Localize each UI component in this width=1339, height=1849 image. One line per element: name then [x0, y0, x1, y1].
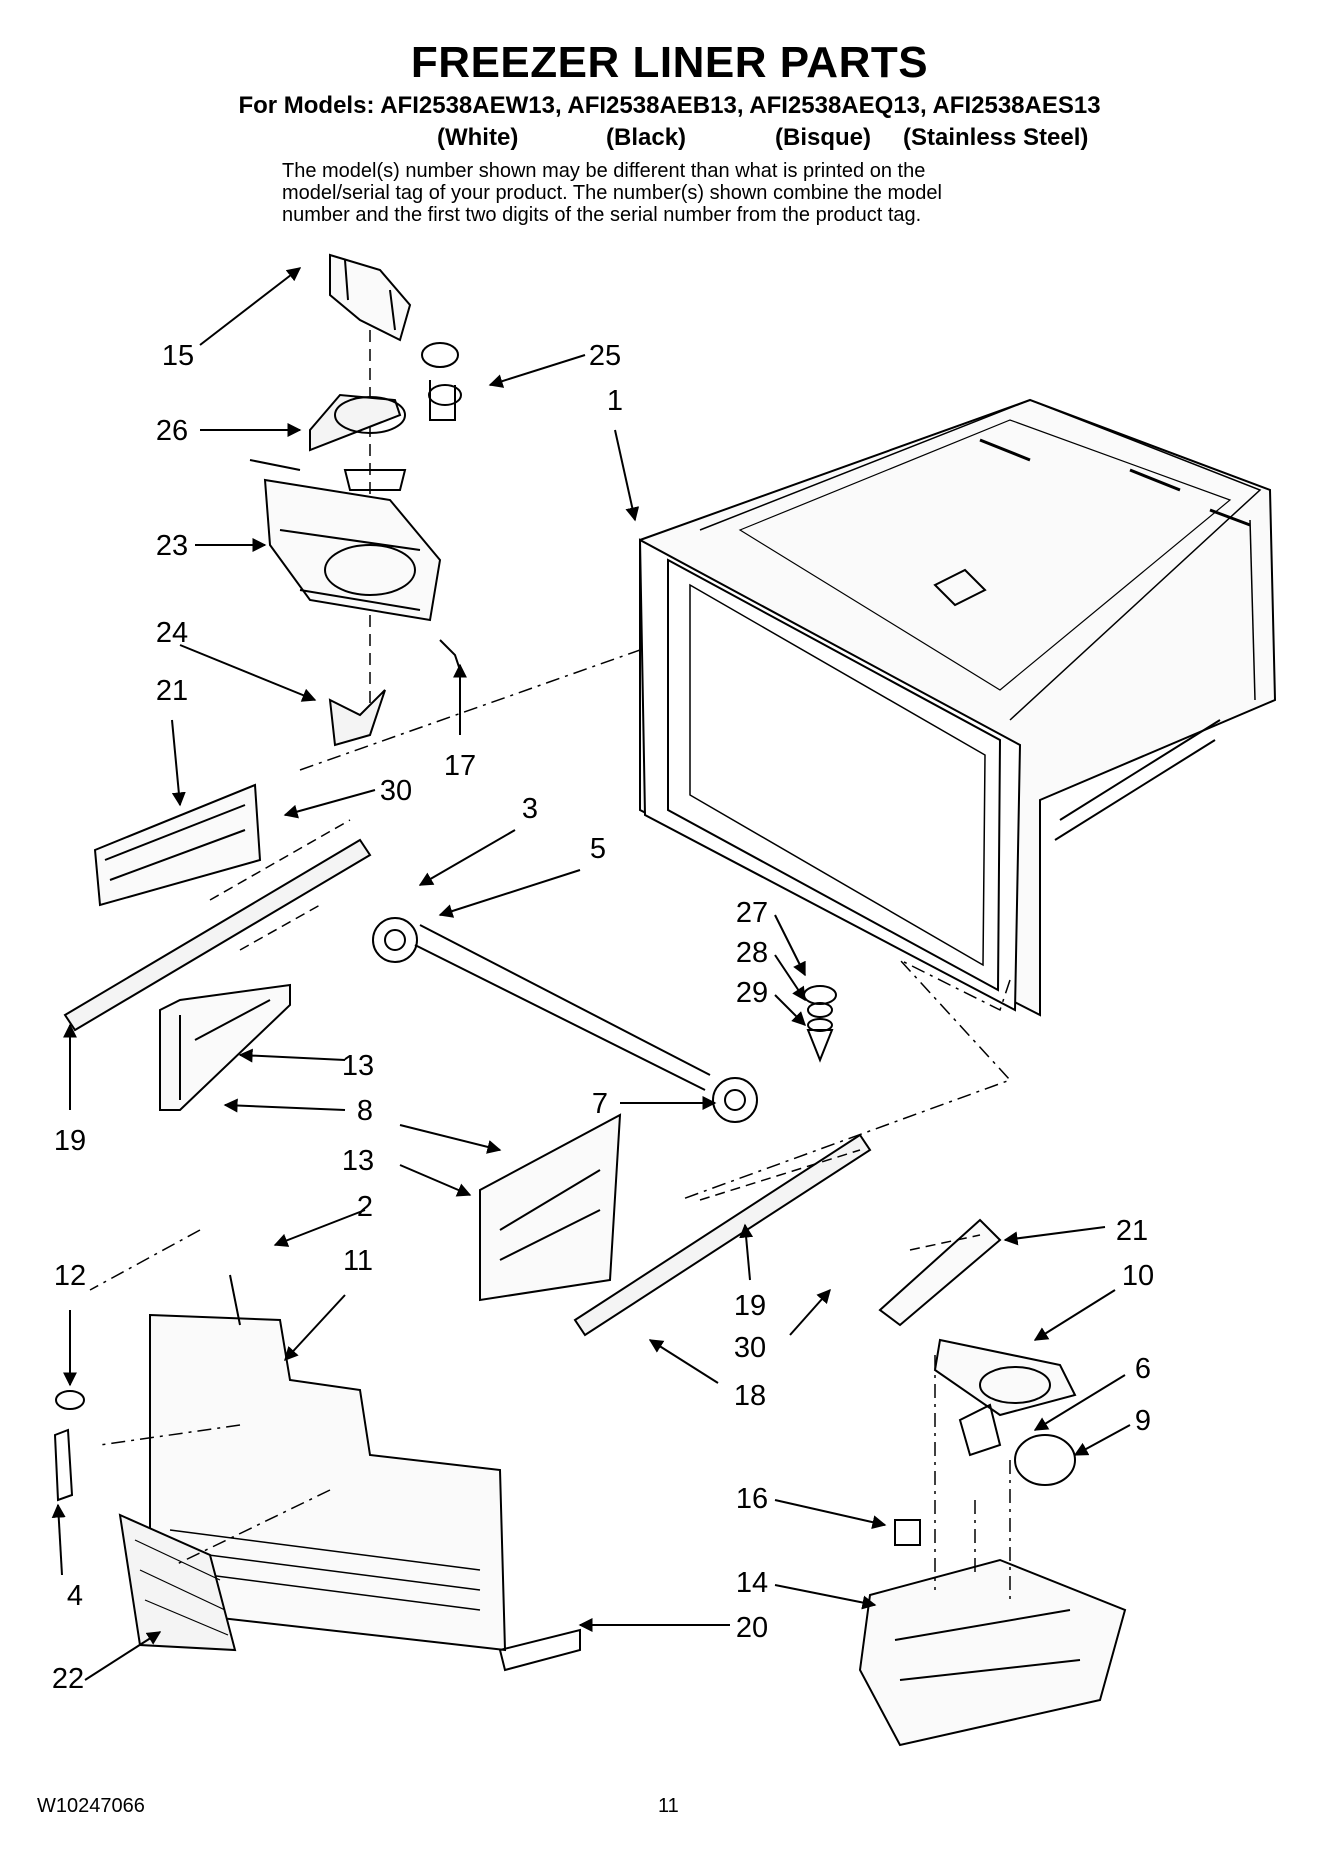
callout-8: 8: [357, 1095, 373, 1127]
variant-black: (Black): [606, 124, 687, 151]
callout-18: 18: [734, 1380, 766, 1412]
callout-10: 10: [1122, 1260, 1154, 1292]
callout-23: 23: [156, 530, 188, 562]
callout-28: 28: [736, 937, 768, 969]
models-line: For Models: AFI2538AEW13, AFI2538AEB13, …: [238, 92, 1101, 119]
callout-15: 15: [162, 340, 194, 372]
left-rail-assembly: [63, 783, 372, 1111]
callout-21: 21: [1116, 1215, 1148, 1247]
callout-27: 27: [736, 897, 768, 929]
fan-motor-assembly: [249, 253, 462, 747]
callout-9: 9: [1135, 1405, 1151, 1437]
callout-25: 25: [589, 340, 621, 372]
page-number: 11: [658, 1795, 679, 1817]
lamp-housing-assembly: [858, 1338, 1127, 1747]
callout-7: 7: [592, 1088, 608, 1120]
notice-line: model/serial tag of your product. The nu…: [282, 182, 942, 204]
callout-13: 13: [342, 1145, 374, 1177]
callout-11: 11: [343, 1245, 373, 1277]
callout-17: 17: [444, 750, 476, 782]
callout-14: 14: [736, 1567, 768, 1599]
callout-19: 19: [54, 1125, 86, 1157]
notice-line: The model(s) number shown may be differe…: [282, 160, 926, 182]
callout-12: 12: [54, 1260, 86, 1292]
assembly-guide-lines: [89, 649, 1012, 1600]
callout-2: 2: [357, 1191, 373, 1223]
callout-16: 16: [736, 1483, 768, 1515]
callout-22: 22: [52, 1663, 84, 1695]
callout-30: 30: [734, 1332, 766, 1364]
shaft-and-gears: [372, 917, 758, 1123]
callout-4: 4: [67, 1580, 83, 1612]
variant-bisque: (Bisque): [775, 124, 871, 151]
document-number: W10247066: [37, 1795, 145, 1817]
callout-30: 30: [380, 775, 412, 807]
lower-panel-assembly: [53, 1274, 581, 1672]
callout-1: 1: [607, 385, 623, 417]
callout-19: 19: [734, 1290, 766, 1322]
notice-line: number and the first two digits of the s…: [282, 204, 922, 226]
callout-29: 29: [736, 977, 768, 1009]
callout-13: 13: [342, 1050, 374, 1082]
freezer-liner-drawing: [638, 398, 1277, 1017]
callout-3: 3: [522, 793, 538, 825]
callout-labels: 15 25 26 1 23 24 21 17 30 3 5 27 28 29 1…: [52, 340, 1154, 1695]
page-title: FREEZER LINER PARTS: [410, 38, 929, 87]
callout-6: 6: [1135, 1353, 1151, 1385]
callout-21: 21: [156, 675, 188, 707]
callout-20: 20: [736, 1612, 768, 1644]
variant-white: (White): [437, 124, 519, 151]
leader-lines: [51, 267, 1131, 1681]
variant-stainless-steel: (Stainless Steel): [903, 124, 1089, 151]
center-rail-assembly: [479, 985, 1002, 1337]
callout-26: 26: [156, 415, 188, 447]
callout-5: 5: [590, 833, 606, 865]
callout-24: 24: [156, 617, 188, 649]
model-notice: The model(s) number shown may be differe…: [282, 160, 1102, 226]
